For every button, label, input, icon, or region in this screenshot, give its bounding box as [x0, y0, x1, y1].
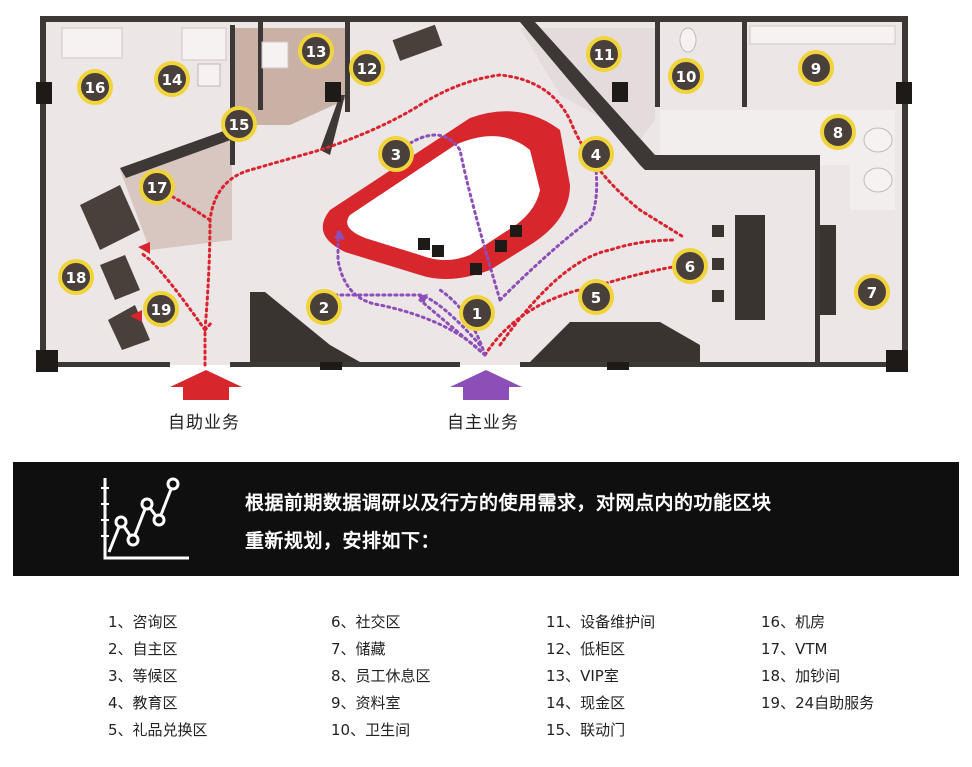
legend-item: 9、资料室 — [331, 694, 401, 712]
self-service-arrow — [450, 370, 522, 400]
zone-marker-17: 17 — [139, 169, 175, 205]
zone-marker-19: 19 — [143, 291, 179, 327]
zone-marker-number: 6 — [685, 258, 695, 276]
zone-marker-12: 12 — [349, 50, 385, 86]
zone-marker-number: 18 — [66, 269, 87, 287]
line-chart-icon — [101, 477, 189, 560]
zone-marker-number: 13 — [306, 43, 327, 61]
legend-item: 6、社交区 — [331, 613, 401, 631]
legend-item: 17、VTM — [761, 640, 828, 658]
zone-marker-number: 12 — [357, 60, 378, 78]
zone-marker-3: 3 — [378, 136, 414, 172]
zone-marker-number: 3 — [391, 146, 401, 164]
legend-item: 1、咨询区 — [108, 613, 178, 631]
zone-marker-15: 15 — [221, 106, 257, 142]
legend-item: 19、24自助服务 — [761, 694, 875, 712]
legend-item: 11、设备维护间 — [546, 613, 656, 631]
zone-marker-number: 9 — [811, 60, 821, 78]
banner-line-1: 根据前期数据调研以及行方的使用需求，对网点内的功能区块 — [245, 492, 772, 514]
legend-item: 16、机房 — [761, 613, 826, 631]
legend-item: 8、员工休息区 — [331, 667, 431, 685]
legend-item: 12、低柜区 — [546, 640, 626, 658]
route-arrowhead — [130, 310, 142, 322]
zone-marker-number: 5 — [591, 289, 601, 307]
central-island — [322, 111, 570, 279]
legend-item: 10、卫生间 — [331, 721, 411, 739]
zone-marker-16: 16 — [77, 69, 113, 105]
self-service-route — [328, 133, 599, 357]
self-service-label: 自主业务 — [447, 413, 519, 433]
zone-marker-9: 9 — [798, 50, 834, 86]
zone-marker-number: 15 — [229, 116, 250, 134]
zone-marker-number: 1 — [472, 305, 482, 323]
legend-item: 18、加钞间 — [761, 667, 841, 685]
zone-marker-1: 1 — [459, 295, 495, 331]
zone-marker-number: 7 — [867, 284, 877, 302]
legend-item: 4、教育区 — [108, 694, 178, 712]
zone-marker-5: 5 — [578, 279, 614, 315]
legend-item: 5、礼品兑换区 — [108, 721, 208, 739]
zone-marker-18: 18 — [58, 259, 94, 295]
self-help-arrow — [170, 370, 242, 400]
route-arrowhead — [334, 230, 345, 240]
legend-item: 3、等候区 — [108, 667, 178, 685]
zone-marker-2: 2 — [306, 289, 342, 325]
zone-marker-number: 16 — [85, 79, 106, 97]
zone-marker-10: 10 — [668, 58, 704, 94]
zone-marker-number: 2 — [319, 299, 329, 317]
legend-item: 7、储藏 — [331, 640, 386, 658]
zone-marker-number: 11 — [594, 46, 615, 64]
self-help-label: 自助业务 — [168, 413, 240, 433]
zone-marker-6: 6 — [672, 248, 708, 284]
route-arrowhead — [418, 294, 428, 304]
zone-marker-13: 13 — [298, 33, 334, 69]
info-banner: 根据前期数据调研以及行方的使用需求，对网点内的功能区块 重新规划，安排如下： — [13, 462, 959, 576]
furniture — [61, 24, 896, 362]
zone-marker-11: 11 — [586, 36, 622, 72]
zone-marker-number: 8 — [833, 124, 843, 142]
legend-item: 2、自主区 — [108, 640, 178, 658]
legend-item: 14、现金区 — [546, 694, 626, 712]
zone-marker-number: 17 — [147, 179, 168, 197]
zone-marker-number: 14 — [162, 71, 183, 89]
zone-marker-number: 19 — [151, 301, 172, 319]
zone-marker-number: 10 — [676, 68, 697, 86]
zone-marker-7: 7 — [854, 274, 890, 310]
legend-item: 13、VIP室 — [546, 667, 619, 685]
zone-marker-number: 4 — [591, 146, 601, 164]
legend-item: 15、联动门 — [546, 721, 626, 739]
zone-marker-8: 8 — [820, 114, 856, 150]
walls — [40, 16, 908, 367]
zone-marker-14: 14 — [154, 61, 190, 97]
zone-marker-4: 4 — [578, 136, 614, 172]
banner-line-2: 重新规划，安排如下： — [245, 530, 441, 552]
route-arrowhead — [138, 242, 150, 254]
